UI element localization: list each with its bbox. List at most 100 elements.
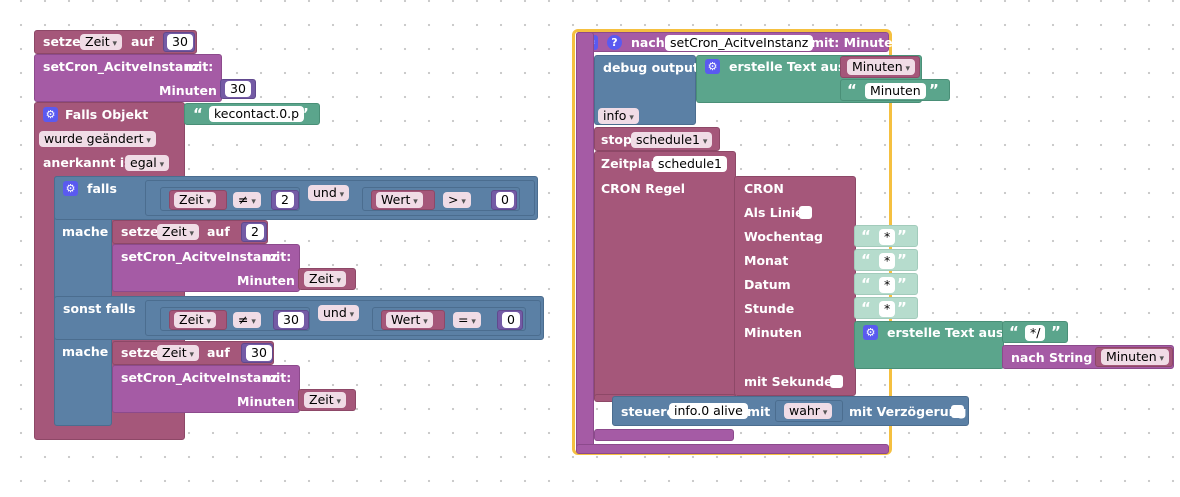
number-block[interactable]: 30: [163, 32, 195, 52]
delay-checkbox[interactable]: [951, 405, 964, 418]
with-seconds-checkbox[interactable]: [830, 375, 843, 388]
debug-output-block[interactable]: debug output info: [594, 55, 699, 125]
else-if-condition-row[interactable]: sonst falls Zeit ≠ 30 und Wert = 0: [54, 296, 544, 340]
variable-dropdown[interactable]: Zeit: [174, 192, 217, 208]
text-block[interactable]: “ kecontact.0.p ”: [184, 103, 320, 125]
number-block[interactable]: 30: [241, 343, 273, 363]
number-field[interactable]: 2: [276, 192, 294, 208]
variable-block[interactable]: Wert: [371, 190, 435, 210]
text-block[interactable]: “ */ ”: [1002, 321, 1068, 343]
number-field[interactable]: 2: [246, 224, 264, 240]
variable-dropdown[interactable]: Zeit: [304, 392, 347, 408]
compare-block[interactable]: Zeit ≠ 30: [160, 307, 310, 331]
variable-dropdown[interactable]: Zeit: [157, 345, 200, 361]
boolean-dropdown[interactable]: wahr: [784, 403, 833, 419]
number-field[interactable]: 30: [225, 81, 251, 97]
number-block[interactable]: 2: [241, 222, 267, 242]
text-block[interactable]: “ * ”: [854, 249, 918, 271]
number-block[interactable]: 0: [497, 310, 523, 330]
quote-open-icon: “: [193, 105, 203, 123]
number-field[interactable]: 30: [278, 312, 304, 328]
date-field[interactable]: *: [879, 277, 896, 293]
variable-dropdown[interactable]: Zeit: [174, 312, 217, 328]
compare-block[interactable]: Zeit ≠ 2: [160, 187, 300, 211]
set-variable-block[interactable]: setze Zeit auf 2: [112, 220, 268, 244]
text-block[interactable]: “ * ”: [854, 225, 918, 247]
variable-dropdown[interactable]: Wert: [376, 192, 423, 208]
variable-block[interactable]: Zeit: [169, 190, 227, 210]
weekday-field[interactable]: *: [879, 229, 896, 245]
as-line-checkbox[interactable]: [799, 206, 812, 219]
gear-icon[interactable]: ⚙: [863, 325, 878, 340]
hour-field[interactable]: *: [879, 301, 896, 317]
after-label: nach: [631, 35, 665, 50]
logic-dropdown[interactable]: und: [318, 305, 360, 321]
event-dropdown[interactable]: wurde geändert: [39, 131, 156, 147]
variable-dropdown[interactable]: Minuten: [1101, 349, 1170, 365]
text-block[interactable]: “ * ”: [854, 273, 918, 295]
variable-block[interactable]: Zeit: [298, 389, 356, 411]
operator-dropdown[interactable]: ≠: [233, 312, 261, 328]
operator-dropdown[interactable]: =: [453, 312, 481, 328]
schedule-dropdown[interactable]: schedule1: [631, 132, 713, 148]
compare-block[interactable]: Wert = 0: [372, 307, 526, 331]
cron-block[interactable]: CRON Als Linie Wochentag Monat Datum Stu…: [734, 176, 856, 396]
if-condition-row[interactable]: ⚙ falls Zeit ≠ 2 und Wert > 0: [54, 176, 538, 220]
number-field[interactable]: 0: [496, 192, 514, 208]
logic-dropdown[interactable]: und: [308, 185, 350, 201]
ack-dropdown[interactable]: egal: [125, 155, 170, 171]
variable-block[interactable]: Minuten: [840, 56, 920, 78]
gear-icon[interactable]: ⚙: [63, 181, 78, 196]
control-block[interactable]: steuere info.0 alive mit wahr mit Verzög…: [612, 396, 969, 426]
variable-dropdown[interactable]: Zeit: [80, 34, 123, 50]
operator-dropdown[interactable]: ≠: [233, 192, 261, 208]
number-field[interactable]: 30: [246, 345, 272, 361]
operator-dropdown[interactable]: >: [443, 192, 471, 208]
number-block[interactable]: 0: [491, 190, 517, 210]
variable-block[interactable]: Zeit: [169, 310, 227, 330]
text-block[interactable]: “ * ”: [854, 297, 918, 319]
log-level-dropdown[interactable]: info: [598, 108, 639, 124]
help-icon[interactable]: ?: [607, 35, 622, 50]
variable-dropdown[interactable]: Wert: [386, 312, 433, 328]
function-definition-body[interactable]: [576, 32, 594, 452]
minutes-prefix-field[interactable]: */: [1025, 325, 1046, 341]
object-id-field[interactable]: info.0 alive: [669, 403, 748, 419]
month-field[interactable]: *: [879, 253, 896, 269]
set-variable-block[interactable]: setze Zeit auf 30: [112, 341, 274, 365]
variable-block[interactable]: Wert: [381, 310, 445, 330]
function-definition-foot[interactable]: [576, 444, 889, 454]
create-text-block[interactable]: ⚙ erstelle Text aus: [854, 321, 1004, 369]
variable-dropdown[interactable]: Minuten: [847, 59, 916, 75]
text-block[interactable]: “ Minuten ”: [840, 79, 950, 101]
gear-icon[interactable]: ⚙: [705, 59, 720, 74]
compare-block[interactable]: Wert > 0: [362, 187, 520, 211]
number-field[interactable]: 30: [167, 34, 193, 50]
text-field[interactable]: Minuten: [865, 83, 926, 99]
function-call-block[interactable]: setCron_AcitveInstanz mit: Minuten: [112, 365, 300, 413]
set-variable-block[interactable]: setze Zeit auf 30: [34, 30, 197, 54]
number-block[interactable]: 30: [273, 310, 309, 330]
number-field[interactable]: 0: [502, 312, 520, 328]
function-name-field[interactable]: setCron_AcitveInstanz: [665, 35, 814, 51]
variable-block[interactable]: Minuten: [1095, 347, 1173, 367]
object-id-field[interactable]: kecontact.0.p: [209, 106, 305, 122]
stop-schedule-block[interactable]: stop schedule1: [594, 127, 720, 151]
schedule-block[interactable]: Zeitplan schedule1 CRON Regel: [594, 151, 736, 401]
function-call-block[interactable]: setCron_AcitveInstanz mit: Minuten: [34, 54, 222, 102]
and-block[interactable]: Zeit ≠ 30 und Wert = 0: [145, 300, 541, 336]
function-call-block[interactable]: setCron_AcitveInstanz mit: Minuten: [112, 244, 300, 292]
variable-dropdown[interactable]: Zeit: [304, 271, 347, 287]
to-string-block[interactable]: nach String Minuten: [1002, 345, 1174, 369]
schedule-name-field[interactable]: schedule1: [653, 156, 727, 172]
function-inner-foot[interactable]: [594, 429, 734, 441]
variable-block[interactable]: Zeit: [298, 268, 356, 290]
boolean-block[interactable]: wahr: [775, 400, 843, 422]
function-definition-block[interactable]: ⚙ ? nach setCron_AcitveInstanz mit: Minu…: [576, 32, 902, 52]
number-block[interactable]: 2: [271, 190, 299, 210]
gear-icon[interactable]: ⚙: [43, 107, 58, 122]
variable-dropdown[interactable]: Zeit: [157, 224, 200, 240]
number-block[interactable]: 30: [220, 79, 256, 99]
and-block[interactable]: Zeit ≠ 2 und Wert > 0: [145, 180, 535, 216]
